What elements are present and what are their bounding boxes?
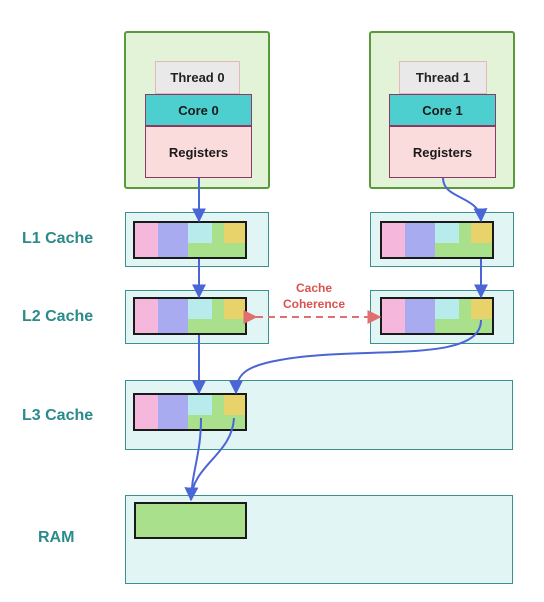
segment-blue	[405, 299, 435, 333]
arrow-registers1-to-l1	[442, 177, 488, 223]
segment-pink	[135, 223, 158, 257]
arrow-l3-to-ram-b	[190, 417, 235, 501]
segment-yellow	[471, 299, 492, 320]
registers-0-box: Registers	[145, 126, 252, 178]
segment-pink	[382, 299, 405, 333]
cache-coherence-label: Cache Coherence	[268, 280, 360, 312]
ram-block	[134, 502, 247, 539]
segment-pink	[382, 223, 405, 257]
l1-cache-line-1	[380, 221, 494, 259]
coherence-line-2: Coherence	[282, 297, 346, 311]
l2-cache-line-1	[380, 297, 494, 335]
arrow-l2-1-to-l3	[229, 319, 482, 395]
segment-cyan	[188, 223, 212, 244]
segment-yellow	[224, 223, 245, 244]
segment-blue	[405, 223, 435, 257]
segment-cyan	[435, 223, 459, 244]
core-1-box: Core 1	[389, 94, 496, 126]
l1-cache-line-0	[133, 221, 247, 259]
registers-1-box: Registers	[389, 126, 496, 178]
l3-cache-line	[133, 393, 247, 431]
coherence-line-1: Cache	[295, 281, 333, 295]
segment-yellow	[471, 223, 492, 244]
segment-cyan	[188, 395, 212, 416]
l3-cache-label: L3 Cache	[22, 407, 94, 424]
segment-pink	[135, 299, 158, 333]
l1-cache-label: L1 Cache	[22, 230, 94, 247]
segment-cyan	[188, 299, 212, 320]
thread-1-box: Thread 1	[399, 61, 487, 94]
segment-cyan	[435, 299, 459, 320]
core-0-box: Core 0	[145, 94, 252, 126]
segment-blue	[158, 395, 188, 429]
segment-blue	[158, 299, 188, 333]
thread-0-box: Thread 0	[155, 61, 240, 94]
segment-pink	[135, 395, 158, 429]
segment-yellow	[224, 395, 245, 416]
l2-cache-line-0	[133, 297, 247, 335]
segment-yellow	[224, 299, 245, 320]
segment-blue	[158, 223, 188, 257]
l2-cache-label: L2 Cache	[22, 308, 94, 325]
ram-label: RAM	[38, 529, 75, 546]
